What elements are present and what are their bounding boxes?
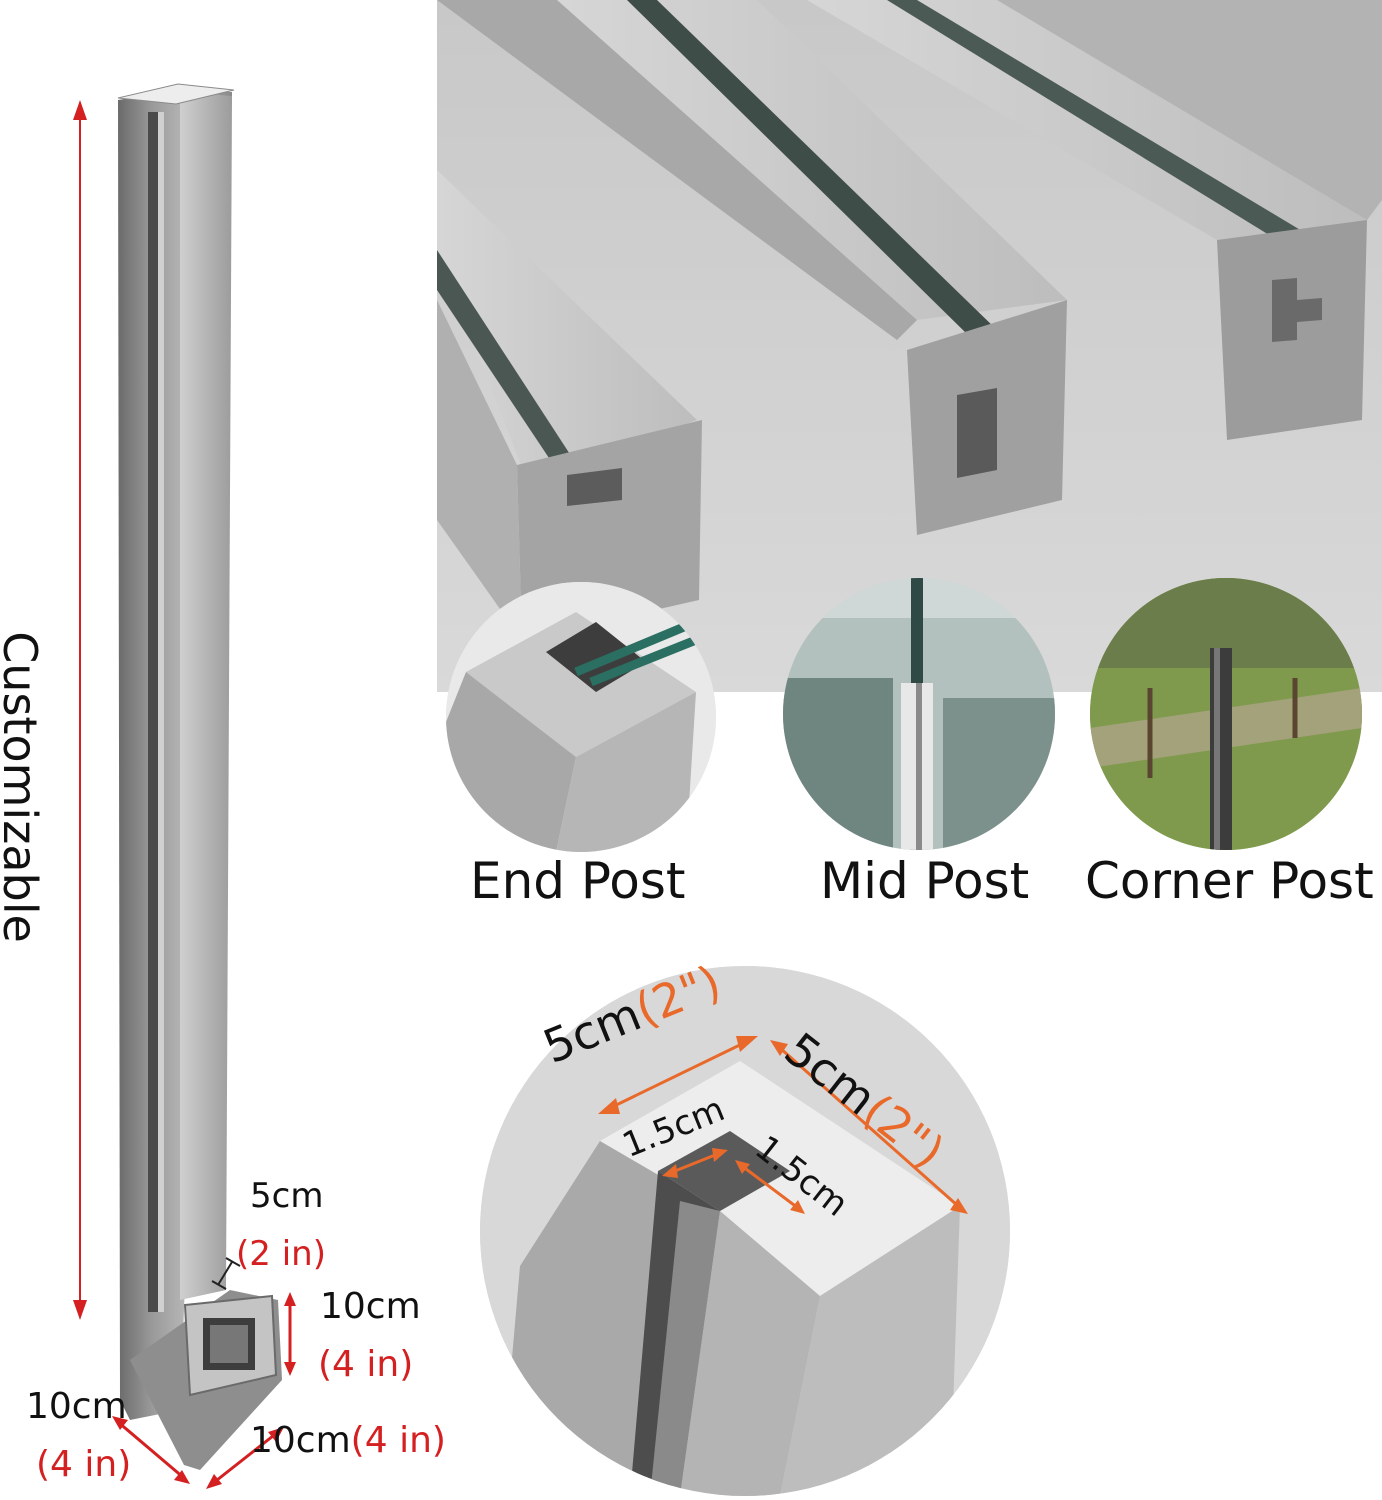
end-post-circle [446, 582, 716, 852]
width-label-group: 10cm(4 in) [250, 1420, 446, 1461]
depth-label: 10cm [26, 1386, 127, 1427]
post-profiles-photo [437, 0, 1382, 692]
width-in-label: (4 in) [350, 1420, 446, 1461]
profile-closeup [480, 966, 1010, 1496]
height-label: 10cm [320, 1286, 421, 1327]
mid-post-label: Mid Post [820, 852, 1030, 910]
mid-post-circle [783, 578, 1055, 850]
mid-post-closeup [783, 578, 1055, 850]
end-post-closeup [446, 582, 716, 852]
profile-dimension-arrows [598, 1036, 968, 1214]
slot-width-in-label: (2 in) [236, 1234, 326, 1274]
corner-post-label: Corner Post [1085, 852, 1374, 910]
corner-post-closeup [1090, 578, 1362, 850]
post-illustration [73, 83, 296, 1489]
slot-width-label: 5cm [250, 1176, 324, 1216]
height-in-label: (4 in) [318, 1344, 414, 1385]
end-post-label: End Post [470, 852, 686, 910]
length-label: Customizable [0, 631, 47, 943]
profile-closeup-circle [480, 966, 1010, 1496]
width-label: 10cm [250, 1420, 351, 1461]
depth-in-label: (4 in) [36, 1444, 132, 1485]
corner-post-circle [1090, 578, 1362, 850]
